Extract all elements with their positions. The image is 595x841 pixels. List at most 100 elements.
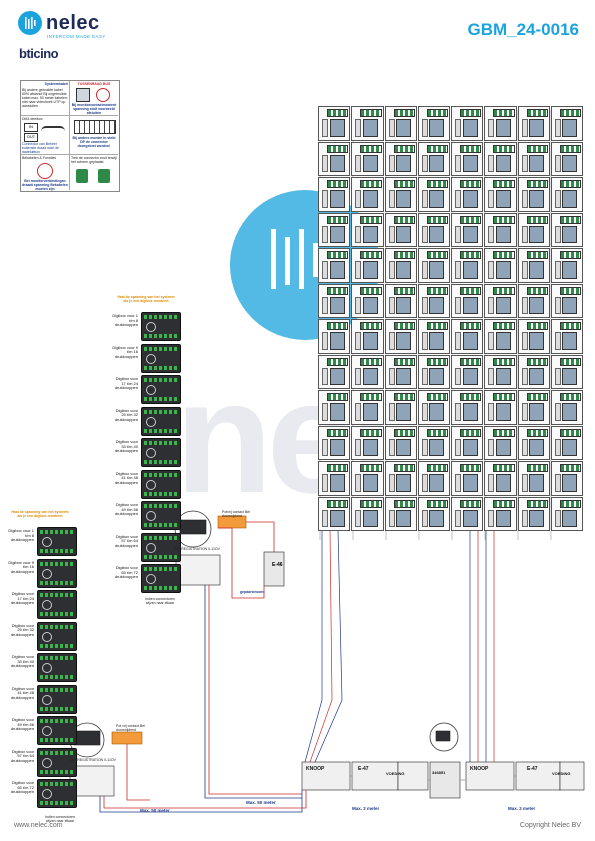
monitor-buttons [388, 190, 395, 208]
monitor-grid [317, 105, 583, 531]
monitor-icon [529, 154, 545, 172]
monitor-unit [517, 390, 550, 425]
terminal-icon [559, 215, 581, 224]
monitor-icon [562, 190, 578, 208]
monitor-buttons [388, 474, 395, 492]
terminal-icon [526, 428, 548, 437]
legend-cell-3: DM4 deelbox IN OUT Connector van Beheer … [21, 116, 70, 155]
monitor-icon [495, 367, 511, 385]
terminal-icon [144, 491, 178, 496]
left-digibox-label: Digibox voor 1 t/m 8 drukknoppen [8, 528, 34, 543]
bticino-logo [146, 542, 156, 553]
terminal-icon [393, 215, 415, 224]
monitor-unit [484, 106, 517, 141]
terminal-icon [327, 144, 349, 153]
bus-wire-to-unit1 [309, 529, 333, 763]
monitor-buttons [388, 296, 395, 314]
mid-digibox-module [141, 469, 181, 499]
monitor-icon [429, 261, 445, 279]
monitor-buttons [554, 509, 561, 527]
bticino-logo [42, 663, 52, 673]
monitor-buttons [388, 332, 395, 350]
monitor-buttons [521, 474, 528, 492]
terminal-icon [460, 109, 482, 117]
terminal-icon [526, 286, 548, 295]
left-digibox-module [37, 527, 77, 556]
terminal-icon [393, 393, 415, 401]
monitor-unit [451, 177, 484, 212]
monitor-buttons [488, 154, 495, 172]
monitor-buttons [554, 438, 561, 456]
mid-pot-label: Potvrij contact Bel doorsnijdend [222, 510, 251, 518]
brand-tagline: INTERCOM MADE EASY [47, 34, 106, 39]
monitor-icon [429, 509, 445, 527]
unit2-e47 [515, 761, 561, 791]
monitor-unit [550, 248, 583, 283]
left-digibox-label: Digibox voor 33 t/m 40 drukknoppen [10, 654, 34, 669]
monitor-unit [318, 283, 351, 318]
monitor-icon [529, 119, 545, 137]
monitor-buttons [521, 190, 528, 208]
mid-bus-wire [204, 585, 302, 799]
monitor-icon [396, 474, 412, 492]
monitor-icon [562, 474, 578, 492]
monitor-buttons [322, 296, 328, 314]
monitor-buttons [554, 332, 561, 350]
terminal-icon [393, 144, 415, 153]
monitor-icon [562, 403, 578, 421]
terminal-icon [393, 180, 415, 188]
monitor-unit [484, 248, 517, 283]
monitor-buttons [355, 119, 362, 137]
monitor-icon [495, 190, 511, 208]
monitor-unit [517, 354, 550, 389]
unit1-max-label: Max. 2 meter [352, 806, 380, 811]
terminal-icon [426, 499, 448, 508]
monitor-buttons [388, 261, 395, 279]
mid-digibox-label: Digibox voor 33 t/m 40 drukknoppen [114, 439, 138, 454]
terminal-icon [493, 251, 515, 259]
left-bus-wire [103, 790, 307, 809]
monitor-icon [396, 367, 412, 385]
terminal-icon [460, 180, 482, 188]
monitor-icon [529, 438, 545, 456]
monitor-buttons [488, 474, 495, 492]
monitor-unit [318, 177, 351, 212]
monitor-unit [550, 425, 583, 460]
monitor-icon [362, 403, 378, 421]
monitor-unit [384, 390, 417, 425]
terminal-icon [426, 286, 448, 295]
monitor-icon [329, 509, 345, 527]
monitor-buttons [521, 509, 528, 527]
terminal-icon [360, 499, 382, 508]
monitor-icon [495, 225, 511, 243]
terminal-icon [360, 464, 382, 472]
bticino-logo [42, 568, 52, 579]
monitor-unit [318, 248, 351, 283]
terminal-icon [493, 322, 515, 330]
monitor-icon [396, 261, 412, 279]
terminal-icon [360, 357, 382, 366]
monitor-buttons [388, 509, 395, 527]
left-dm-module [73, 730, 101, 746]
terminal-icon [426, 215, 448, 224]
left-digibox-label: Digibox voor 49 t/m 56 drukknoppen [10, 717, 34, 732]
terminal-icon [40, 530, 74, 534]
monitor-icon [562, 367, 578, 385]
monitor-icon [362, 474, 378, 492]
unit1-e47-label: E-47 [358, 766, 369, 772]
monitor-icon [495, 403, 511, 421]
monitor-buttons [521, 367, 528, 385]
monitor-icon [329, 332, 345, 350]
terminal-icon [360, 428, 382, 437]
legend-bottom-text: Bei monitorverbindingen draadt spanning … [22, 179, 68, 191]
mid-digibox-label: Digibox voor 65 t/m 72 drukknoppen [114, 565, 138, 580]
footer-website: www.nelec.com [14, 822, 63, 829]
terminal-icon [144, 441, 178, 445]
monitor-buttons [521, 225, 528, 243]
monitor-icon [329, 154, 345, 172]
terminal-icon [426, 393, 448, 401]
monitor-icon [362, 367, 378, 385]
monitor-icon [396, 332, 412, 350]
monitor-unit [351, 354, 384, 389]
terminal-icon [144, 554, 178, 559]
